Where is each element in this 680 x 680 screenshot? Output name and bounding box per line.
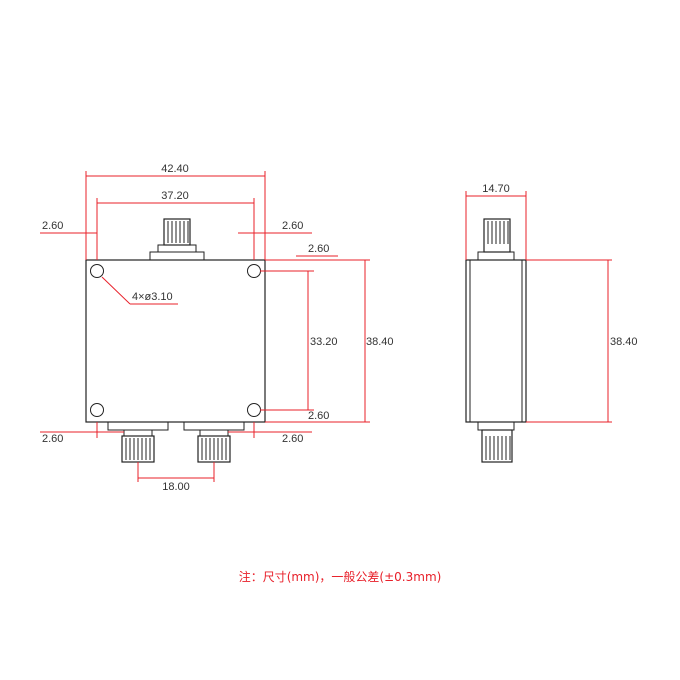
side-housing xyxy=(465,259,527,423)
front-housing xyxy=(85,259,266,423)
side-connector-bottom xyxy=(481,429,513,463)
tolerance-note: 注：尺寸(mm)，一般公差(±0.3mm) xyxy=(238,570,442,584)
dim-edge-bottom-left: 2.60 xyxy=(42,433,63,445)
dim-front-width-holes: 37.20 xyxy=(161,190,189,202)
output-connector-right xyxy=(197,429,231,463)
side-dimensions: 14.70 38.40 xyxy=(465,183,638,423)
hole-callout: 4×ø3.10 xyxy=(132,291,173,303)
dim-edge-right-bottom: 2.60 xyxy=(308,410,329,422)
dim-output-spacing: 18.00 xyxy=(162,481,190,493)
dim-side-height: 38.40 xyxy=(610,336,638,348)
output-base-right xyxy=(183,421,245,431)
output-base-left xyxy=(107,421,169,431)
dim-edge-bottom-right: 2.60 xyxy=(282,433,303,445)
dim-side-width: 14.70 xyxy=(482,183,510,195)
dim-front-width-total: 42.40 xyxy=(161,163,189,175)
dim-edge-top-right: 2.60 xyxy=(282,220,303,232)
dim-edge-top-left: 2.60 xyxy=(42,220,63,232)
side-view xyxy=(465,218,527,463)
side-connector-top xyxy=(483,218,511,253)
input-connector-top xyxy=(149,218,205,261)
output-connector-left xyxy=(121,429,155,463)
front-dimensions: 42.40 37.20 2.60 2.60 4×ø3.10 2.60 33.20… xyxy=(40,163,394,493)
mounting-hole-bottom-right xyxy=(247,403,261,417)
mounting-hole-top-left xyxy=(90,264,104,278)
front-view xyxy=(85,218,266,463)
mounting-hole-top-right xyxy=(247,264,261,278)
dim-edge-right-top: 2.60 xyxy=(308,243,329,255)
mounting-hole-bottom-left xyxy=(90,403,104,417)
dim-hole-spacing-vertical: 33.20 xyxy=(310,336,338,348)
dim-front-height: 38.40 xyxy=(366,336,394,348)
